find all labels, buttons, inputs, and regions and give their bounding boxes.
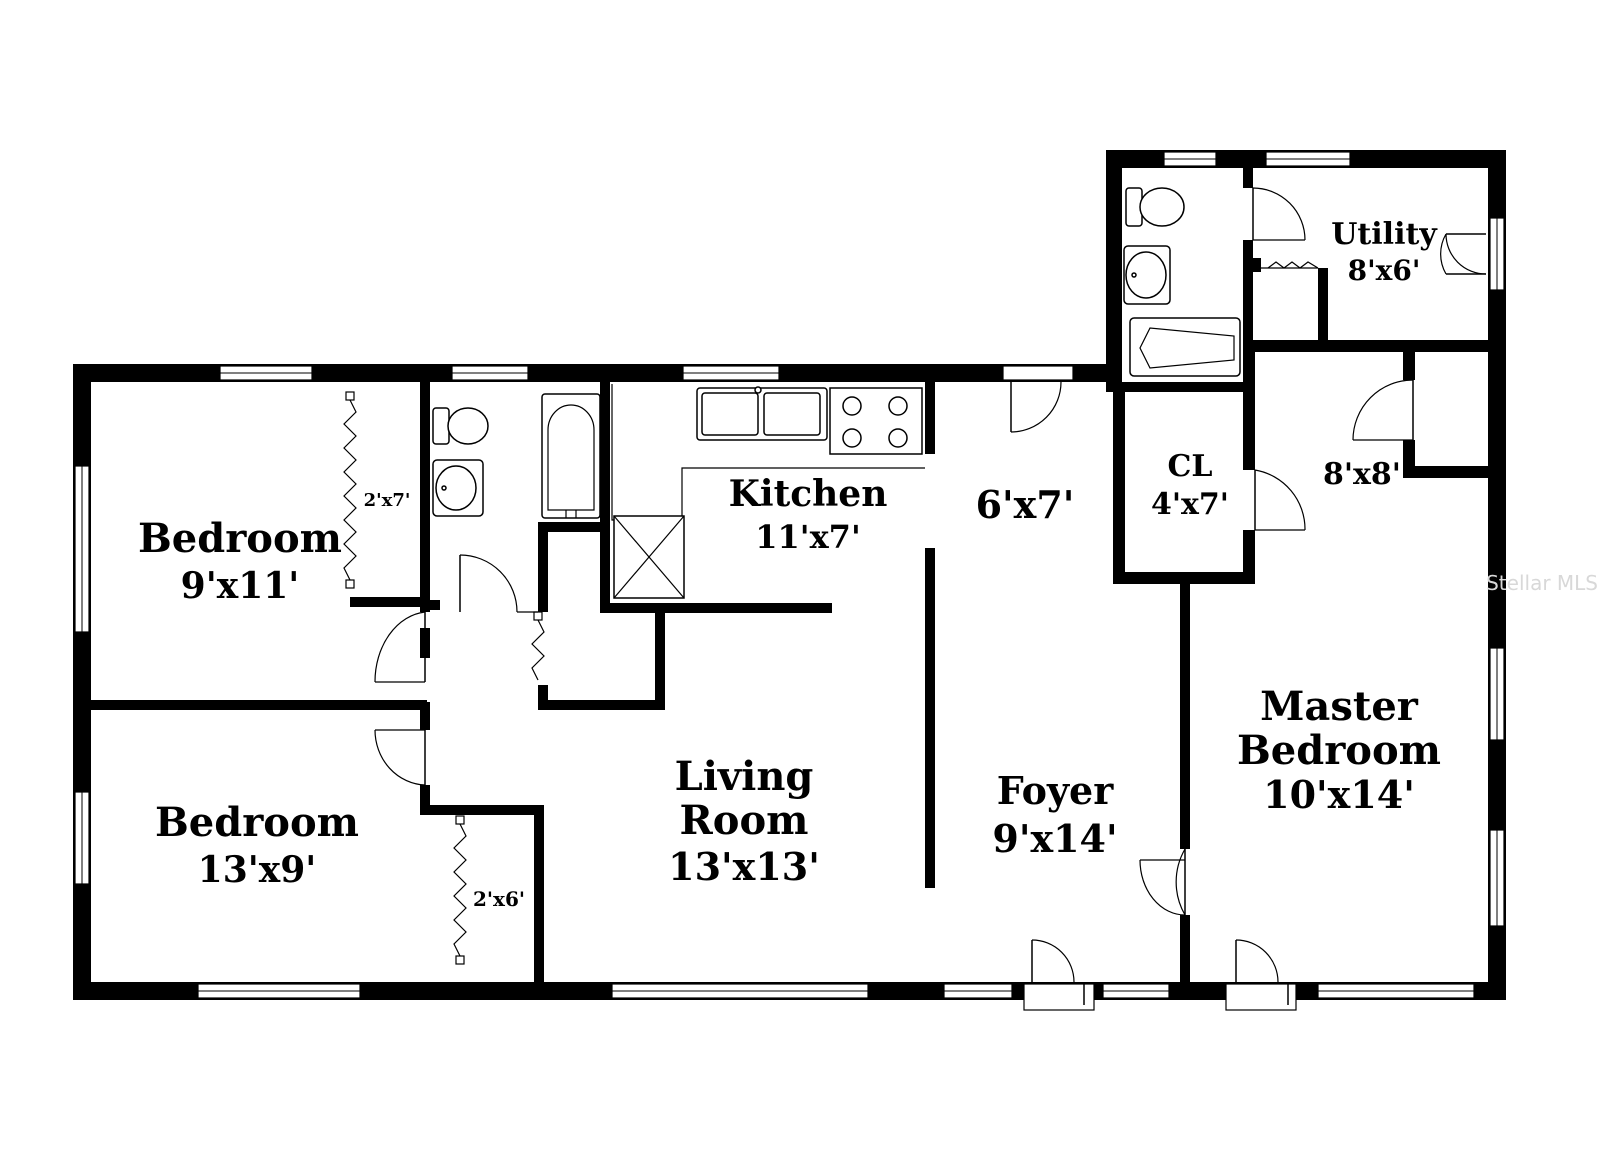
wall-foyer-divider <box>925 548 935 888</box>
door <box>374 611 426 683</box>
wall-left <box>73 364 91 1000</box>
room-name-bedroom-1: Bedroom <box>138 515 342 562</box>
window <box>219 365 313 381</box>
door <box>1002 365 1074 433</box>
wall-cl-right-top <box>1243 340 1255 470</box>
room-name-master-line1: Master <box>1260 683 1419 730</box>
window <box>74 791 90 885</box>
wall-cl-right-low <box>1243 530 1255 584</box>
room-size-kitchen: 11'x7' <box>755 518 860 556</box>
wall-mcloset-bottom <box>1403 466 1488 478</box>
wall-cl-top <box>1106 382 1255 392</box>
door <box>1139 848 1186 916</box>
wall-utility-inner <box>1318 268 1328 340</box>
wall-closet-bottom <box>350 597 430 607</box>
sink-icon <box>1123 245 1171 305</box>
window <box>451 365 529 381</box>
stove-icon <box>829 387 923 455</box>
window <box>611 983 869 999</box>
wall-hallcloset-right <box>655 603 665 708</box>
wall-wing-divider <box>1243 168 1253 188</box>
room-name-foyer: Foyer <box>997 768 1115 813</box>
room-size-master-closet: 8'x8' <box>1323 457 1401 492</box>
window <box>1317 983 1475 999</box>
wall-tub-left <box>538 522 548 612</box>
room-name-utility: Utility <box>1331 217 1438 252</box>
room-name-bedroom-2: Bedroom <box>155 799 359 846</box>
refrigerator-icon <box>613 515 685 599</box>
window <box>1102 983 1170 999</box>
door <box>459 554 538 613</box>
room-name-living-line2: Room <box>680 797 809 844</box>
wall-cl-bottom <box>1113 572 1255 584</box>
wall-hallcloset-bottom <box>538 700 665 710</box>
door <box>374 729 426 786</box>
wall-bedrooms-divider <box>91 700 427 710</box>
wall-closet2-top <box>420 805 544 815</box>
window <box>1265 151 1351 167</box>
wall-kitchen-bottom <box>600 603 832 613</box>
toilet-icon <box>432 407 489 445</box>
wall-closet2-right <box>534 805 544 985</box>
room-size-utility: 8'x6' <box>1348 254 1421 287</box>
door <box>1440 233 1487 275</box>
door <box>1252 187 1306 241</box>
wall-kitchen-right <box>925 382 935 454</box>
window <box>682 365 780 381</box>
kitchen-counter <box>611 384 925 521</box>
window <box>74 465 90 633</box>
room-size-bedroom-2: 13'x9' <box>198 849 317 891</box>
door <box>1023 939 1095 1011</box>
wall-closet-right <box>420 382 430 612</box>
wall-bedroom2-top <box>420 702 430 730</box>
room-size-closet: 4'x7' <box>1151 487 1229 522</box>
window <box>1163 151 1217 167</box>
room-size-master: 10'x14' <box>1263 772 1415 817</box>
room-labels: Bedroom 9'x11' 2'x7' Bedroom 13'x9' 2'x6… <box>138 217 1441 911</box>
bathtub-icon <box>1129 317 1241 377</box>
doors <box>374 187 1487 1011</box>
wall-master-left <box>1180 584 1190 849</box>
wall-bath-right <box>600 382 610 612</box>
wall-mcloset-left <box>1403 340 1415 380</box>
wall-master-left-low <box>1180 915 1190 985</box>
wall-mcloset-top <box>1243 340 1488 352</box>
wall-hallcloset-left <box>538 685 548 710</box>
closet-bifold-doors <box>343 261 1319 965</box>
wall-bedroom2-low <box>420 785 430 815</box>
wall-wing-divider-mid <box>1243 240 1253 340</box>
room-size-entry-nook: 6'x7' <box>976 482 1075 527</box>
door <box>1352 379 1414 441</box>
room-name-living-line1: Living <box>675 753 814 800</box>
toilet-icon <box>1125 187 1185 227</box>
window <box>943 983 1013 999</box>
closet-size-bottom: 2'x6' <box>473 887 525 911</box>
sink-icon <box>432 459 484 517</box>
closet-size-top: 2'x7' <box>364 490 411 511</box>
watermark: Stellar MLS <box>1486 571 1598 595</box>
bathtub-icon <box>541 393 601 519</box>
room-name-kitchen: Kitchen <box>729 473 888 515</box>
door <box>1254 469 1306 531</box>
wall-right <box>1488 150 1506 1000</box>
room-name-master-line2: Bedroom <box>1237 727 1441 774</box>
wall-tub-bottom <box>538 522 610 532</box>
wall-utility-shelf <box>1253 258 1261 272</box>
window <box>1489 829 1505 927</box>
wall-wing-left <box>1106 150 1122 390</box>
windows <box>74 151 1505 999</box>
window <box>1489 217 1505 291</box>
room-size-bedroom-1: 9'x11' <box>181 565 300 607</box>
door <box>1225 939 1297 1011</box>
fixtures <box>432 187 1241 599</box>
room-name-closet: CL <box>1168 449 1213 484</box>
wall-cl-left <box>1113 382 1125 582</box>
room-size-living: 13'x13' <box>668 844 820 889</box>
room-size-foyer: 9'x14' <box>992 816 1117 861</box>
window <box>197 983 361 999</box>
window <box>1489 647 1505 741</box>
wall-top-main <box>73 364 1113 382</box>
wall-bath-bottom <box>430 600 440 610</box>
